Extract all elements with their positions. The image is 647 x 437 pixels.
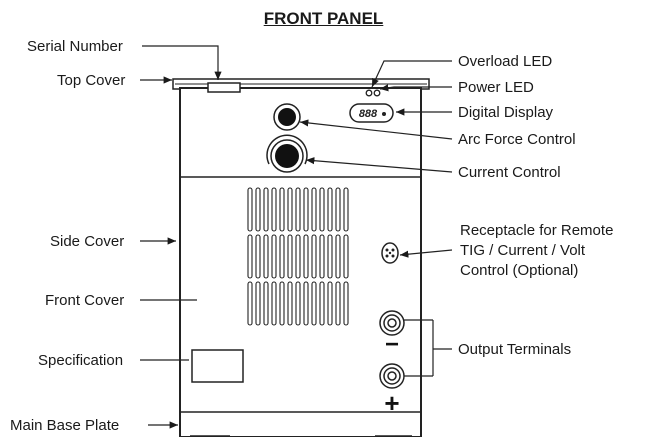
- diagram-title: FRONT PANEL: [263, 9, 384, 28]
- positive-polarity-sign: +: [384, 388, 399, 418]
- label-top-cover: Top Cover: [57, 72, 126, 89]
- overload-led: [365, 89, 373, 97]
- label-main-base-plate: Main Base Plate: [10, 417, 120, 434]
- current-control-knob[interactable]: [266, 134, 308, 173]
- remote-receptacle[interactable]: [381, 242, 399, 264]
- leader-lines: [140, 45, 453, 429]
- label-power-led: Power LED: [458, 79, 534, 96]
- label-front-cover: Front Cover: [45, 292, 125, 309]
- label-output-terminals: Output Terminals: [458, 341, 572, 358]
- label-serial-number: Serial Number: [27, 38, 123, 55]
- label-receptacle-line-1: Receptacle for Remote: [460, 222, 614, 239]
- label-side-cover: Side Cover: [50, 233, 125, 250]
- label-arc-force-control: Arc Force Control: [458, 131, 576, 148]
- arc-force-knob[interactable]: [273, 103, 301, 131]
- label-current-control: Current Control: [458, 164, 561, 181]
- label-receptacle-line-3: Control (Optional): [460, 262, 579, 279]
- digital-display: 888: [349, 103, 394, 123]
- specification-plate: [191, 349, 244, 383]
- label-specification: Specification: [38, 352, 124, 369]
- negative-polarity-sign: −: [385, 331, 399, 358]
- ventilation-louvres: [247, 187, 349, 326]
- power-led: [373, 89, 381, 97]
- display-readout: 888: [359, 108, 378, 120]
- label-receptacle-line-2: TIG / Current / Volt: [460, 242, 586, 259]
- label-overload-led: Overload LED: [458, 53, 553, 70]
- negative-output-terminal[interactable]: [379, 310, 405, 336]
- serial-number-plate: [207, 82, 241, 93]
- label-digital-display: Digital Display: [458, 104, 554, 121]
- positive-output-terminal[interactable]: [379, 363, 405, 389]
